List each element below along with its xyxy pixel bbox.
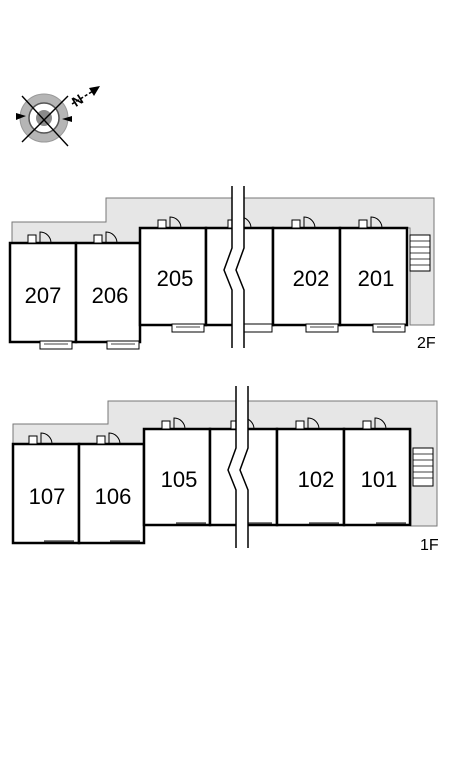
compass-rose-icon (16, 93, 72, 147)
unit-number: 101 (361, 467, 398, 492)
floor-label: 1F (420, 537, 439, 554)
unit-number: 106 (95, 484, 132, 509)
door-icon (362, 417, 387, 430)
door-icon (96, 432, 121, 445)
unit-number: 201 (358, 266, 395, 291)
door-icon (28, 432, 53, 445)
unit-105: 105 (142, 417, 212, 527)
floor-1f: 107 106 105 (11, 386, 439, 554)
unit-number: 102 (298, 467, 335, 492)
omission-break-1f (227, 386, 249, 548)
unit-207: 207 (8, 231, 78, 350)
north-arrowhead-icon (89, 86, 100, 96)
floor-label: 2F (417, 335, 436, 352)
unit-number: 206 (92, 283, 129, 308)
floor-2f: 207 206 205 (8, 186, 436, 352)
door-icon (291, 216, 316, 229)
stair-2f (409, 234, 431, 272)
unit-106: 106 (77, 432, 146, 545)
door-icon (161, 417, 186, 430)
stair-1f (412, 447, 434, 487)
door-icon (93, 231, 118, 244)
compass-letter: N (69, 91, 86, 110)
unit-101: 101 (342, 417, 412, 527)
unit-107: 107 (11, 432, 81, 545)
unit-201: 201 (338, 216, 409, 333)
unit-number: 202 (293, 266, 330, 291)
unit-202: 202 (271, 216, 342, 333)
unit-number: 107 (29, 484, 66, 509)
unit-206: 206 (74, 231, 142, 350)
unit-205: 205 (138, 216, 208, 333)
unit-number: 105 (161, 467, 198, 492)
omission-break-2f (223, 186, 245, 348)
door-icon (358, 216, 383, 229)
unit-number: 207 (25, 283, 62, 308)
compass: N (16, 86, 100, 147)
unit-number: 205 (157, 266, 194, 291)
door-icon (157, 216, 182, 229)
unit-102: 102 (275, 417, 346, 527)
door-icon (27, 231, 52, 244)
door-icon (295, 417, 320, 430)
